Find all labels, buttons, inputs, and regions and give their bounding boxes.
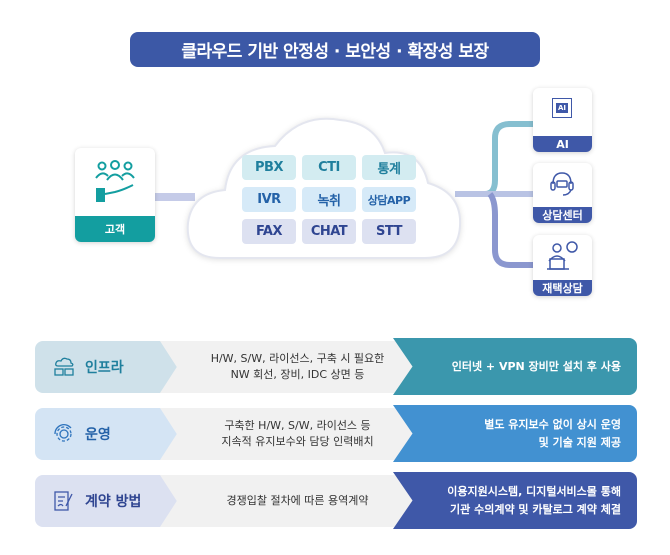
call-center-card: 상담센터 xyxy=(533,163,592,223)
ai-card: AI AI xyxy=(533,88,592,152)
gear-cycle-icon xyxy=(53,423,75,445)
home-counsel-label: 재택상담 xyxy=(533,280,592,296)
home-counsel-card: 재택상담 xyxy=(533,235,592,296)
customer-hand-icon xyxy=(95,160,135,202)
contract-icon xyxy=(53,490,75,512)
ai-label: AI xyxy=(533,136,592,152)
headset-icon xyxy=(550,172,574,196)
row-contract: 계약 방법 경쟁입찰 절차에 따른 용역계약 이용지원시스템, 디지털서비스몰 … xyxy=(35,472,637,529)
call-center-label: 상담센터 xyxy=(533,207,592,223)
service-stt: STT xyxy=(362,219,416,244)
service-counsel-app: 상담APP xyxy=(362,187,416,212)
service-chat: CHAT xyxy=(302,219,356,244)
customer-card: 고객 xyxy=(75,148,155,242)
home-connector xyxy=(487,192,535,268)
cloud-server-icon xyxy=(53,357,75,377)
service-recording: 녹취 xyxy=(302,187,356,212)
customer-connector xyxy=(155,193,195,201)
page-title: 클라우드 기반 안정성 · 보안성 · 확장성 보장 xyxy=(130,32,540,67)
connector-lines xyxy=(155,121,535,268)
service-stats: 통계 xyxy=(362,155,416,180)
customer-label: 고객 xyxy=(75,216,155,242)
ai-chip-icon: AI xyxy=(552,98,572,118)
remote-worker-icon xyxy=(547,241,578,270)
cloud-desc: 인터넷 + VPN 장비만 설치 후 사용 xyxy=(393,338,637,395)
service-cti: CTI xyxy=(302,155,356,180)
service-ivr: IVR xyxy=(242,187,296,212)
current-desc: 경쟁입찰 절차에 따른 용역계약 xyxy=(160,475,440,527)
service-pbx: PBX xyxy=(242,155,296,180)
service-fax: FAX xyxy=(242,219,296,244)
